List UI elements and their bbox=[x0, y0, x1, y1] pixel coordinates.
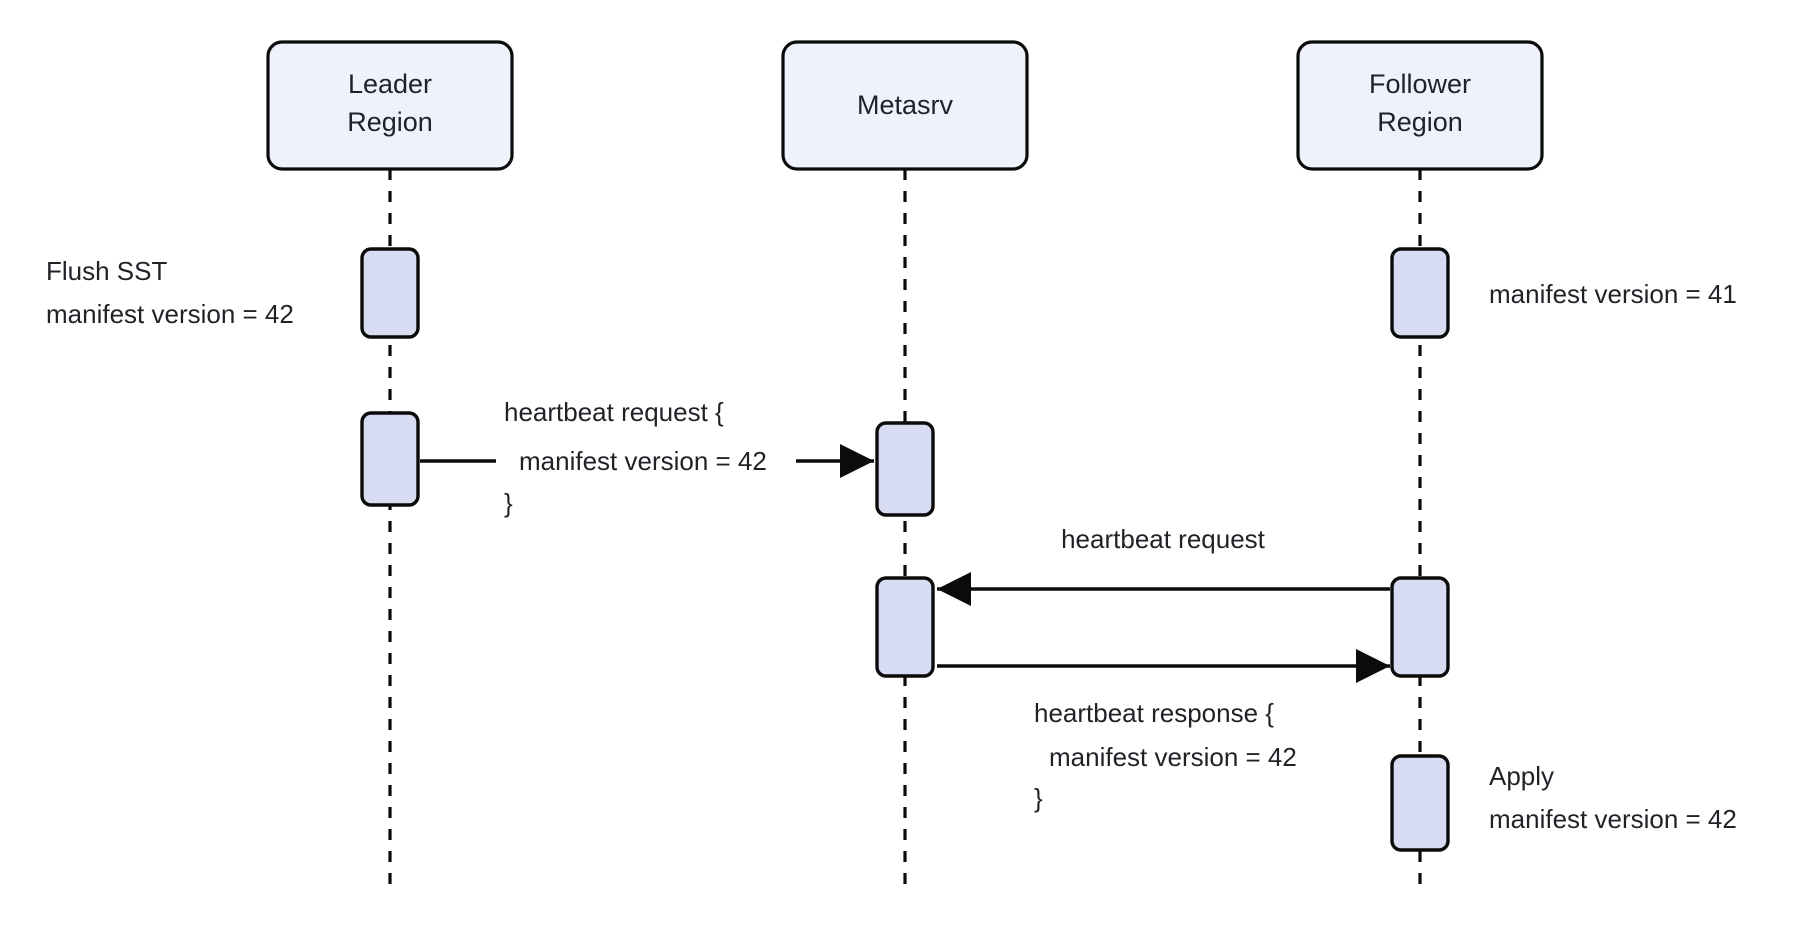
activation-follower-apply[interactable] bbox=[1390, 754, 1450, 852]
arrowhead-metasrv-to-follower bbox=[1356, 649, 1390, 683]
arrowhead-leader-to-metasrv bbox=[840, 444, 874, 478]
message-lines-group bbox=[420, 444, 1390, 683]
participant-metasrv[interactable]: Metasrv bbox=[781, 40, 1029, 171]
participant-leader[interactable]: Leader Region bbox=[266, 40, 514, 171]
activation-follower-initial[interactable] bbox=[1390, 247, 1450, 339]
note-flush-sst-line1: Flush SST bbox=[46, 256, 167, 286]
note-apply: Apply manifest version = 42 bbox=[1489, 761, 1737, 834]
message-label-metasrv-to-follower-line3: } bbox=[1034, 783, 1043, 813]
message-label-leader-to-metasrv: heartbeat request { manifest version = 4… bbox=[496, 397, 796, 518]
participant-label-follower-line1: Follower bbox=[1369, 69, 1471, 99]
arrowhead-follower-to-metasrv bbox=[937, 572, 971, 606]
message-label-metasrv-to-follower-line2: manifest version = 42 bbox=[1049, 742, 1297, 772]
note-flush-sst: Flush SST manifest version = 42 bbox=[46, 256, 294, 329]
participant-label-follower-line2: Region bbox=[1377, 107, 1463, 137]
message-label-leader-to-metasrv-line3: } bbox=[504, 488, 513, 518]
note-follower-manifest-41-line1: manifest version = 41 bbox=[1489, 279, 1737, 309]
message-label-follower-to-metasrv: heartbeat request bbox=[1061, 524, 1266, 554]
activations-group bbox=[360, 247, 1450, 852]
message-label-leader-to-metasrv-line2: manifest version = 42 bbox=[519, 446, 767, 476]
activation-follower-heartbeat[interactable] bbox=[1390, 576, 1450, 678]
note-apply-line1: Apply bbox=[1489, 761, 1554, 791]
lifeline-group bbox=[388, 169, 1422, 890]
participant-headers-group: Leader Region Metasrv Follower Region bbox=[266, 40, 1544, 171]
message-label-backing-leader-to-metasrv bbox=[496, 440, 796, 482]
message-label-metasrv-to-follower: heartbeat response { manifest version = … bbox=[1034, 698, 1297, 813]
notes-group: Flush SST manifest version = 42 manifest… bbox=[46, 256, 1737, 834]
participant-box-leader[interactable] bbox=[266, 40, 514, 171]
participant-box-metasrv[interactable] bbox=[781, 40, 1029, 171]
message-label-follower-to-metasrv-line1: heartbeat request bbox=[1061, 524, 1266, 554]
participant-label-leader-line2: Region bbox=[347, 107, 433, 137]
note-apply-line2: manifest version = 42 bbox=[1489, 804, 1737, 834]
activation-leader-heartbeat[interactable] bbox=[360, 411, 420, 507]
note-follower-manifest-41: manifest version = 41 bbox=[1489, 279, 1737, 309]
participant-label-metasrv-line1: Metasrv bbox=[857, 90, 954, 120]
participant-box-follower[interactable] bbox=[1296, 40, 1544, 171]
message-label-metasrv-to-follower-line1: heartbeat response { bbox=[1034, 698, 1274, 728]
message-labels-group: heartbeat request { manifest version = 4… bbox=[496, 397, 1297, 813]
activation-metasrv-recv-leader[interactable] bbox=[875, 421, 935, 517]
activation-metasrv-follower-exchange[interactable] bbox=[875, 576, 935, 678]
note-flush-sst-line2: manifest version = 42 bbox=[46, 299, 294, 329]
message-label-leader-to-metasrv-line1: heartbeat request { bbox=[504, 397, 724, 427]
participant-follower[interactable]: Follower Region bbox=[1296, 40, 1544, 171]
participant-label-leader-line1: Leader bbox=[348, 69, 432, 99]
activation-leader-flush[interactable] bbox=[360, 247, 420, 339]
